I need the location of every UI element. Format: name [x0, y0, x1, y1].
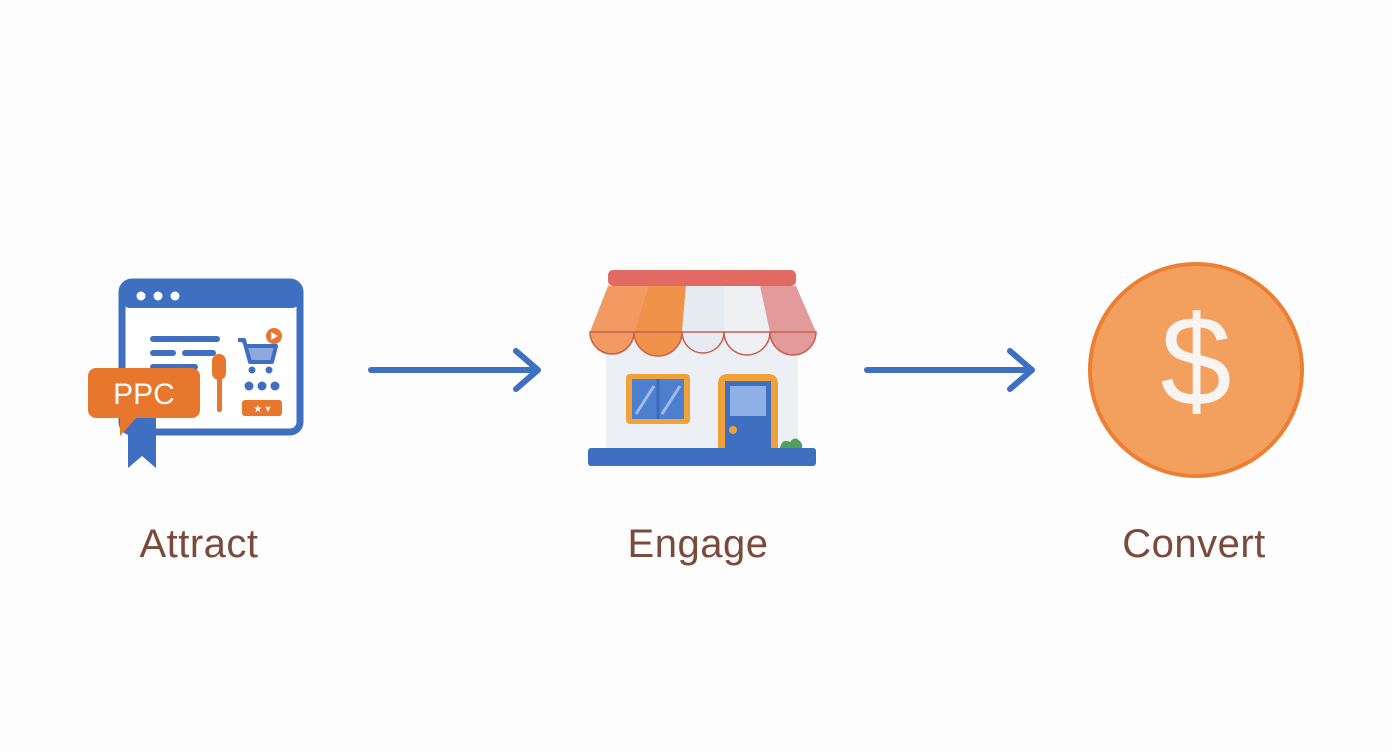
ppc-badge-text: PPC [113, 378, 175, 411]
arrow-right-icon [864, 348, 1035, 392]
svg-text:★ ▾: ★ ▾ [253, 404, 270, 415]
arrow-right-icon [368, 348, 541, 392]
storefront-icon [588, 270, 817, 466]
ppc-browser-icon: ★ ▾ PPC [88, 278, 304, 468]
stage-label-convert: Convert [1122, 522, 1266, 566]
stage-label-engage: Engage [627, 522, 769, 566]
stage-label-attract: Attract [139, 522, 259, 566]
dollar-coin-icon: $ [1088, 262, 1304, 478]
dollar-symbol: $ [1160, 290, 1231, 433]
